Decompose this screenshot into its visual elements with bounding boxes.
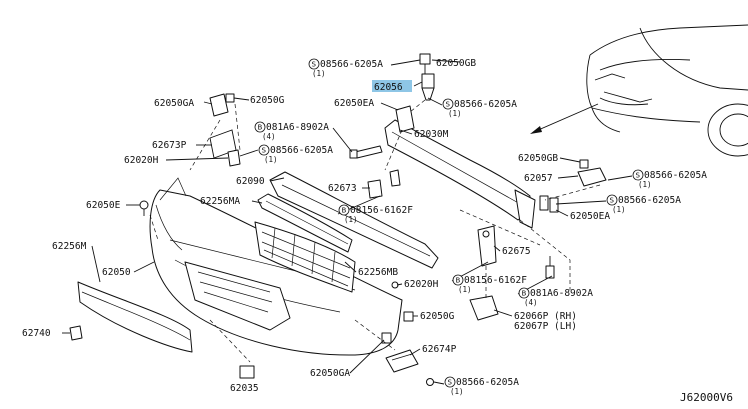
bolt-081A6-right [545, 256, 555, 279]
bolt-081A6-left [349, 145, 383, 159]
bolt-62020H [227, 149, 241, 167]
label-62020H-bottom: 62020H [404, 279, 439, 290]
clip-62050GB-top [419, 53, 431, 74]
label-081A6-right: 081A6-8902A [530, 288, 593, 299]
label-62050EA-top: 62050EA [334, 98, 374, 109]
direction-arrow [530, 103, 599, 134]
label-62256MB: 62256MB [358, 267, 398, 278]
label-62675: 62675 [502, 246, 531, 257]
label-08566-top-qty: (1) [312, 69, 326, 78]
car-silhouette [586, 24, 748, 157]
label-62050GB-right: 62050GB [518, 153, 558, 164]
reinforcement-beam [384, 119, 536, 229]
svg-text:S: S [610, 197, 615, 205]
bracket-62674P [385, 349, 419, 373]
clip-62050E [139, 200, 149, 216]
label-62035: 62035 [230, 383, 259, 394]
label-62056: 62056 [374, 82, 403, 93]
diagram-code: J62000V6 [680, 391, 733, 404]
label-62050G-bottom: 62050G [420, 311, 455, 322]
highlight-box-62056 [372, 80, 412, 92]
label-08566-mid: 08566-6205A [454, 99, 517, 110]
label-62050: 62050 [102, 267, 131, 278]
svg-text:B: B [342, 207, 347, 215]
svg-text:S: S [312, 61, 317, 69]
fastener-62740 [69, 325, 83, 341]
label-62050G: 62050G [250, 95, 285, 106]
label-62057: 62057 [524, 173, 553, 184]
bracket-62066P [469, 295, 499, 321]
label-62050GA-left: 62050GA [154, 98, 194, 109]
bumper-fascia [149, 177, 403, 356]
bracket-62057 [577, 159, 607, 187]
label-08566-left-qty: (1) [264, 155, 278, 164]
bracket-left [209, 93, 235, 117]
label-62256M: 62256M [52, 241, 87, 252]
clip-62050GA-bottom [381, 332, 392, 344]
label-62050GB-top: 62050GB [436, 58, 476, 69]
svg-text:S: S [446, 101, 451, 109]
clip-62050G-bottom [403, 311, 414, 322]
label-62673P: 62673P [152, 140, 187, 151]
label-08566-right1-qty: (1) [638, 180, 652, 189]
label-08156-right: 08156-6162F [464, 275, 527, 286]
label-08566-right1: 08566-6205A [644, 170, 707, 181]
svg-text:S: S [448, 379, 453, 387]
lip-spoiler [77, 281, 193, 353]
label-08156-right-qty: (1) [458, 285, 472, 294]
label-62067P: 62067P (LH) [514, 321, 577, 332]
label-08566-left: 08566-6205A [270, 145, 333, 156]
label-08566-right2: 08566-6205A [618, 195, 681, 206]
label-08566-mid-qty: (1) [448, 109, 462, 118]
label-08566-right2-qty: (1) [612, 205, 626, 214]
svg-text:B: B [456, 277, 461, 285]
label-08156-center: 08156-6162F [350, 205, 413, 216]
svg-text:S: S [636, 172, 641, 180]
circle-markers: S S B S B S S B B S [254, 58, 644, 388]
stay-62673 [367, 169, 401, 199]
label-62090: 62090 [236, 176, 265, 187]
stay-62675 [477, 225, 497, 267]
label-62066P: 62066P (RH) [514, 311, 577, 322]
label-081A6-right-qty: (4) [524, 298, 538, 307]
bracket-62050EA-right [539, 195, 559, 213]
label-62050GA-bottom: 62050GA [310, 368, 350, 379]
clip-62035 [239, 365, 255, 379]
svg-text:S: S [262, 147, 267, 155]
grille-part [257, 193, 353, 253]
leader-lines [62, 59, 633, 385]
label-62740: 62740 [22, 328, 51, 339]
label-62020H: 62020H [124, 155, 159, 166]
screw-08566-bottom [426, 378, 434, 386]
label-08156-center-qty: (1) [344, 215, 358, 224]
label-62050EA-right: 62050EA [570, 211, 610, 222]
label-081A6-left: 081A6-8902A [266, 122, 329, 133]
label-62673: 62673 [328, 183, 357, 194]
clip-62056 [421, 73, 435, 101]
label-08566-top: 08566-6205A [320, 59, 383, 70]
bracket-62050EA [395, 105, 415, 133]
energy-absorber [269, 171, 439, 269]
label-62050E: 62050E [86, 200, 121, 211]
label-081A6-left-qty: (4) [262, 132, 276, 141]
svg-text:B: B [258, 124, 263, 132]
label-08566-bottom-qty: (1) [450, 387, 464, 396]
label-08566-bottom: 08566-6205A [456, 377, 519, 388]
label-62256MA: 62256MA [200, 196, 240, 207]
svg-text:B: B [522, 290, 527, 298]
label-62030M: 62030M [414, 129, 449, 140]
label-62674P: 62674P [422, 344, 457, 355]
